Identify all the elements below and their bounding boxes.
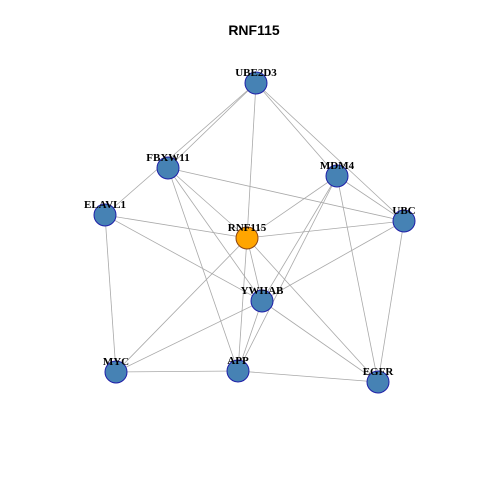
- node-mdm4[interactable]: [325, 164, 349, 188]
- edge-elavl1-rnf115: [104, 214, 248, 239]
- edge-ube2d3-ubc: [255, 82, 405, 222]
- edge-ywhab-app: [237, 300, 263, 372]
- node-label-fbxw11: FBXW11: [146, 152, 189, 164]
- edge-ube2d3-elavl1: [104, 82, 257, 216]
- edge-fbxw11-app: [167, 167, 239, 372]
- node-label-egfr: EGFR: [363, 366, 395, 378]
- node-rnf115[interactable]: [235, 226, 259, 250]
- node-label-ube2d3: UBE2D3: [235, 67, 277, 79]
- edge-ube2d3-mdm4: [255, 82, 338, 177]
- node-fbxw11[interactable]: [156, 156, 180, 180]
- node-label-myc: MYC: [103, 356, 129, 368]
- edge-rnf115-app: [237, 237, 248, 372]
- edge-mdm4-ywhab: [261, 175, 338, 302]
- node-label-mdm4: MDM4: [320, 160, 355, 172]
- node-ywhab[interactable]: [250, 289, 274, 313]
- node-label-ubc: UBC: [392, 205, 415, 217]
- edge-layer: [104, 82, 405, 383]
- node-app[interactable]: [226, 359, 250, 383]
- edge-app-egfr: [237, 370, 379, 383]
- node-label-elavl1: ELAVL1: [84, 199, 126, 211]
- edge-mdm4-app: [237, 175, 338, 372]
- node-label-ywhab: YWHAB: [241, 285, 284, 297]
- edge-ubc-egfr: [377, 220, 405, 383]
- node-egfr[interactable]: [366, 370, 390, 394]
- node-layer: [93, 71, 416, 394]
- node-ube2d3[interactable]: [244, 71, 268, 95]
- node-label-app: APP: [227, 355, 249, 367]
- edge-mdm4-ubc: [336, 175, 405, 222]
- diagram-title: RNF115: [228, 22, 280, 38]
- edge-ube2d3-fbxw11: [167, 82, 257, 169]
- edge-rnf115-myc: [115, 237, 248, 373]
- edge-elavl1-ywhab: [104, 214, 263, 302]
- edge-fbxw11-ubc: [167, 167, 405, 222]
- edge-fbxw11-ywhab: [167, 167, 263, 302]
- edge-mdm4-egfr: [336, 175, 379, 383]
- edge-ywhab-myc: [115, 300, 263, 373]
- edge-rnf115-ubc: [246, 220, 405, 239]
- edge-ubc-ywhab: [261, 220, 405, 302]
- edge-mdm4-rnf115: [246, 175, 338, 239]
- edge-myc-app: [115, 370, 239, 373]
- edge-rnf115-egfr: [246, 237, 379, 383]
- node-elavl1[interactable]: [93, 203, 117, 227]
- node-ubc[interactable]: [392, 209, 416, 233]
- edge-ywhab-egfr: [261, 300, 379, 383]
- edge-elavl1-myc: [104, 214, 117, 373]
- edge-fbxw11-rnf115: [167, 167, 248, 239]
- node-myc[interactable]: [104, 360, 128, 384]
- edge-ube2d3-rnf115: [246, 82, 257, 239]
- node-label-rnf115: RNF115: [228, 222, 267, 234]
